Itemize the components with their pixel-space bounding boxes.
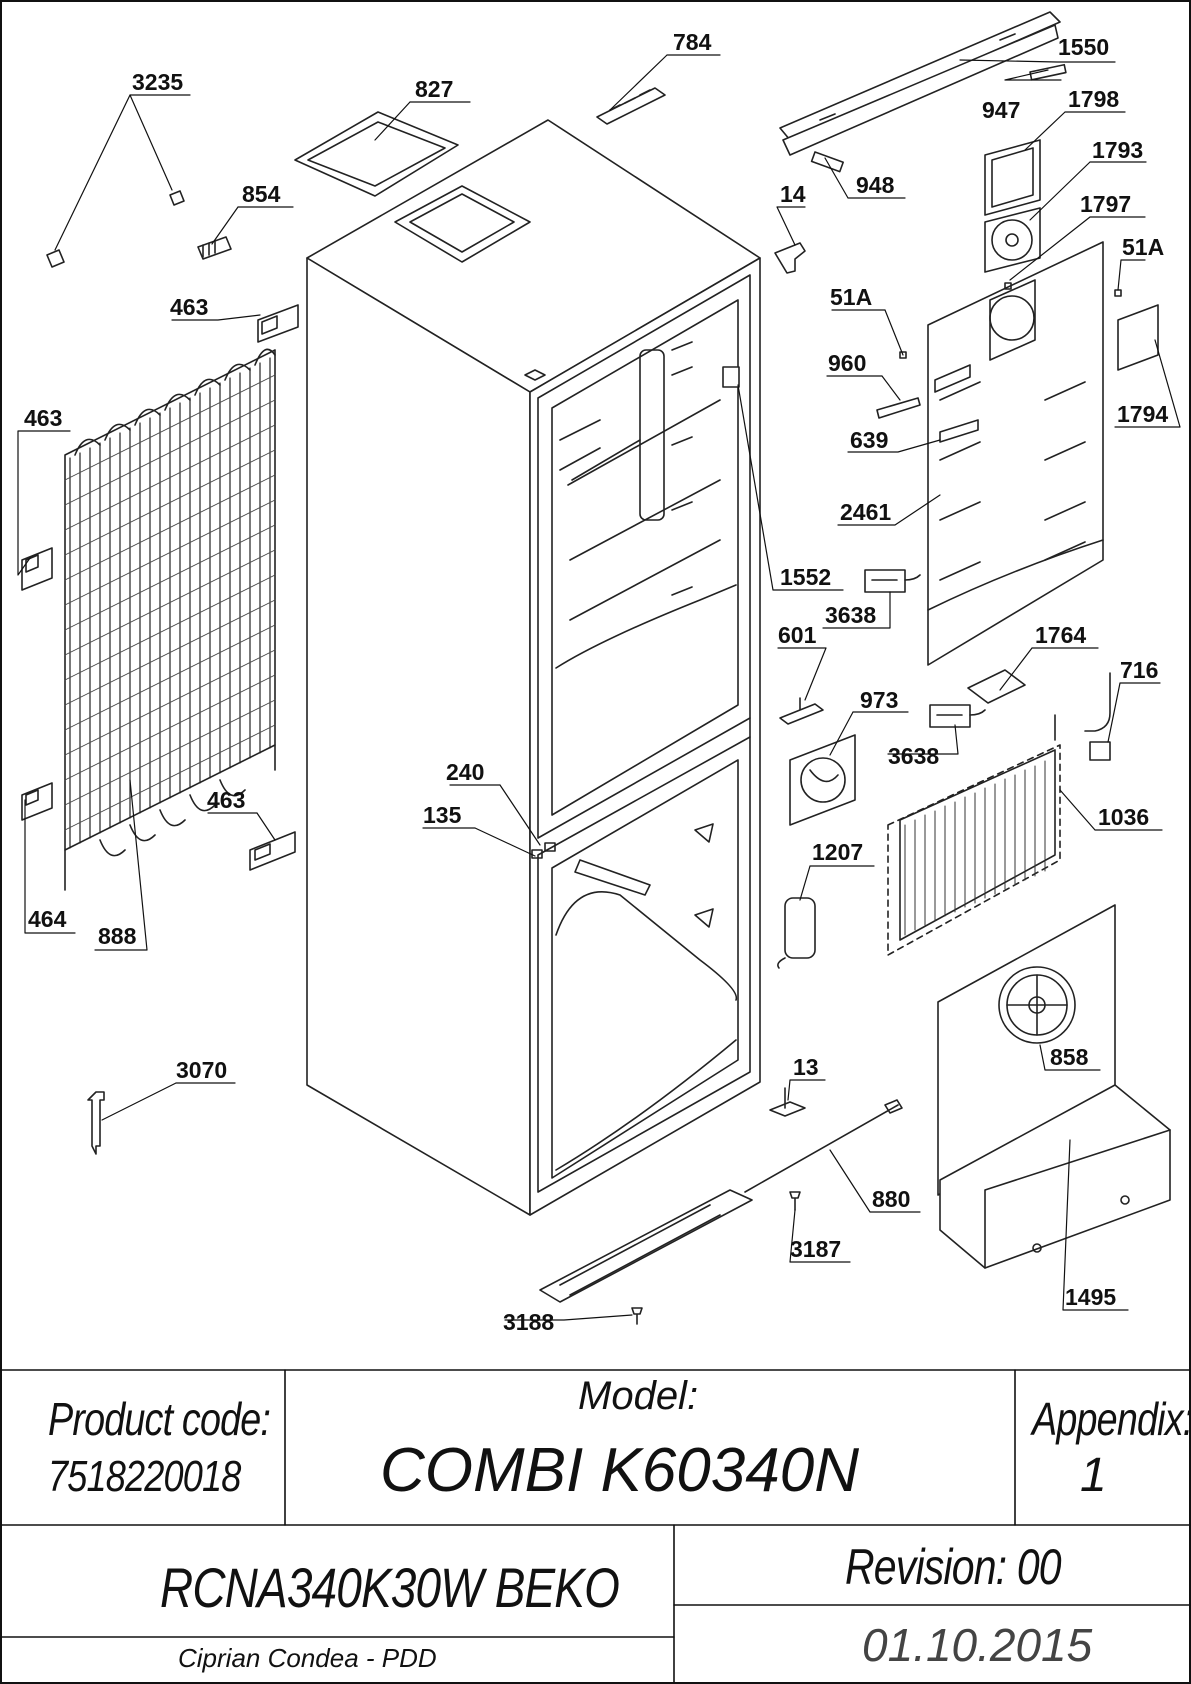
part-827-lid xyxy=(294,111,459,197)
model-value: COMBI K60340N xyxy=(380,1436,859,1505)
part-716-cable xyxy=(1084,672,1111,761)
callout-1764: 1764 xyxy=(1035,622,1086,648)
callout-135: 135 xyxy=(423,802,462,828)
model-label: Model: xyxy=(578,1374,699,1418)
leader-lines xyxy=(17,54,1181,1321)
callout-240: 240 xyxy=(446,759,484,785)
part-880-rail xyxy=(744,1099,903,1193)
callout-1797: 1797 xyxy=(1080,191,1131,217)
callout-1550: 1550 xyxy=(1058,34,1109,60)
callout-880: 880 xyxy=(872,1186,910,1212)
callout-464: 464 xyxy=(28,906,67,932)
callout-716: 716 xyxy=(1120,657,1158,683)
callout-51a-left: 51A xyxy=(830,284,872,310)
product-name: RCNA340K30W BEKO xyxy=(160,1556,620,1619)
callout-3235: 3235 xyxy=(132,69,183,95)
part-3070-filter xyxy=(87,1091,105,1155)
callout-1207: 1207 xyxy=(812,839,863,865)
callout-3187: 3187 xyxy=(790,1236,841,1262)
callout-858: 858 xyxy=(1050,1044,1089,1070)
part-601-bracket xyxy=(779,697,824,725)
part-3188-plate xyxy=(539,1189,753,1303)
callout-51a-right: 51A xyxy=(1122,234,1164,260)
callout-1798: 1798 xyxy=(1068,86,1119,112)
callout-827: 827 xyxy=(415,76,453,102)
issue-date: 01.10.2015 xyxy=(862,1619,1093,1671)
part-784-board xyxy=(596,87,666,125)
callout-948: 948 xyxy=(856,172,895,198)
part-1798-frame xyxy=(984,139,1041,216)
product-code-value: 7518220018 xyxy=(48,1452,241,1501)
part-854-valve xyxy=(197,236,232,260)
part-1207-heater xyxy=(777,897,816,969)
part-639-lens xyxy=(939,419,979,443)
callout-13: 13 xyxy=(793,1054,819,1080)
appendix-label: Appendix: xyxy=(1032,1393,1191,1445)
part-3235-caps xyxy=(46,190,185,268)
callout-463-top: 463 xyxy=(170,294,208,320)
part-3187-screw xyxy=(631,1191,801,1325)
part-858-back-panel xyxy=(937,904,1116,1196)
callout-888: 888 xyxy=(98,923,137,949)
callout-947: 947 xyxy=(982,97,1020,123)
callout-639: 639 xyxy=(850,427,888,453)
callout-3638-top: 3638 xyxy=(825,602,876,628)
callout-1495: 1495 xyxy=(1065,1284,1116,1310)
callout-463-left: 463 xyxy=(24,405,62,431)
part-3638-sensors xyxy=(864,569,986,728)
callout-601: 601 xyxy=(778,622,817,648)
callout-973: 973 xyxy=(860,687,898,713)
condenser-grid xyxy=(64,348,276,891)
part-1794-panel xyxy=(1117,304,1159,371)
part-1552-switch xyxy=(722,366,740,388)
callout-labels: 784 3235 827 1550 947 1798 854 948 1793 … xyxy=(24,29,1168,1335)
callout-1036: 1036 xyxy=(1098,804,1149,830)
callout-3638-mid: 3638 xyxy=(888,743,939,769)
part-2461-cover xyxy=(927,241,1104,666)
callout-14: 14 xyxy=(780,181,806,207)
callout-463-mid: 463 xyxy=(207,787,245,813)
part-1036-evaporator xyxy=(887,714,1061,956)
part-13-hinge xyxy=(769,1087,806,1117)
cabinet-body xyxy=(306,119,761,1216)
title-block-grid xyxy=(0,1369,1191,1684)
callout-1552: 1552 xyxy=(780,564,831,590)
callout-3188: 3188 xyxy=(503,1309,554,1335)
callout-1793: 1793 xyxy=(1092,137,1143,163)
callout-960: 960 xyxy=(828,350,866,376)
revision: Revision: 00 xyxy=(845,1539,1062,1595)
part-463-clips xyxy=(21,304,299,871)
part-1495-cover xyxy=(939,1084,1171,1269)
callout-1794: 1794 xyxy=(1117,401,1168,427)
part-1764-pad xyxy=(967,669,1026,704)
part-973-fan-motor xyxy=(789,734,856,826)
callout-784: 784 xyxy=(673,29,712,55)
callout-2461: 2461 xyxy=(840,499,891,525)
callout-854: 854 xyxy=(242,181,281,207)
part-1550-handle xyxy=(779,11,1061,156)
part-1793-fan xyxy=(984,207,1041,273)
appendix-value: 1 xyxy=(1080,1449,1107,1502)
callout-3070: 3070 xyxy=(176,1057,227,1083)
part-960-strip xyxy=(876,397,921,419)
author: Ciprian Condea - PDD xyxy=(178,1643,437,1673)
part-14-hinge xyxy=(774,242,806,274)
product-code-label: Product code: xyxy=(48,1393,271,1445)
